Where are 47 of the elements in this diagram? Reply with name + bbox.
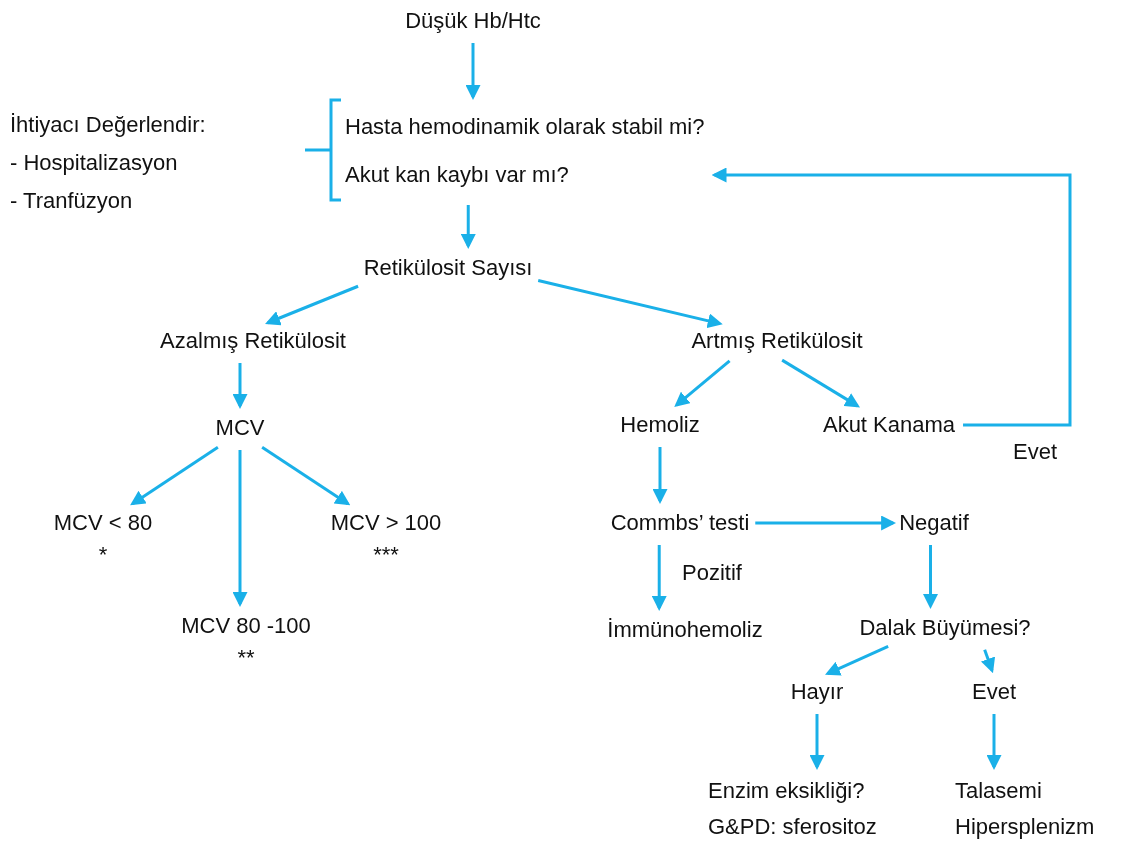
flow-step-text: Dalak Büyümesi?	[859, 612, 1031, 644]
footnote-mark: *	[98, 541, 108, 569]
flow-step-text: Enzim eksikliği?	[708, 777, 865, 805]
flow-step-text: G&PD: sferositoz	[708, 813, 877, 841]
flow-step-text: Azalmış Retikülosit	[160, 325, 346, 357]
arrow	[980, 649, 996, 674]
flow-step-text: Hemoliz	[620, 409, 700, 441]
arrow	[651, 545, 667, 611]
arrow	[652, 447, 668, 504]
footnote-mark: **	[237, 644, 255, 672]
flow-step-text: Hasta hemodinamik olarak stabil mi?	[345, 113, 705, 141]
flow-step-text: Evet	[972, 676, 1016, 708]
list-item: - Tranfüzyon	[10, 187, 133, 215]
flow-step-text: MCV > 100	[330, 509, 442, 537]
arrow	[809, 714, 825, 770]
arrow	[674, 359, 731, 408]
arrow	[986, 714, 1002, 770]
flow-step-text: Negatif	[899, 507, 969, 539]
arrow	[261, 446, 351, 506]
flow-step-text: Talasemi	[955, 777, 1042, 805]
flow-step-text: MCV	[215, 412, 265, 444]
arrow	[232, 363, 248, 409]
arrow	[755, 515, 897, 531]
heading: İhtiyacı Değerlendir:	[10, 111, 206, 139]
arrow	[465, 43, 481, 100]
arrow	[232, 450, 248, 607]
flow-step-text: Hayır	[790, 676, 844, 708]
arrow	[265, 284, 359, 326]
arrow	[711, 167, 1072, 427]
arrow	[130, 446, 219, 506]
flow-step-text: Artmış Retikülosit	[691, 325, 863, 357]
flow-step-text: Düşük Hb/Htc	[405, 5, 541, 37]
flow-step-text: İmmünohemoliz	[607, 614, 763, 646]
flow-step-text: Hipersplenizm	[955, 813, 1095, 841]
arrow	[537, 279, 723, 329]
flow-step-text: Akut Kanama	[822, 409, 956, 441]
arrow	[923, 545, 938, 609]
flow-step-text: Retikülosit Sayısı	[363, 252, 533, 284]
list-item: - Hospitalizasyon	[10, 149, 178, 177]
flow-step-text: MCV < 80	[53, 509, 153, 537]
arrow	[781, 358, 860, 408]
footnote-mark: ***	[373, 541, 399, 569]
flow-step-text: Akut kan kaybı var mı?	[345, 161, 569, 189]
flow-step-text: Commbs’ testi	[610, 507, 750, 539]
flow-step-text: MCV 80 -100	[181, 612, 311, 640]
arrow	[460, 205, 476, 249]
arrow	[825, 645, 889, 676]
